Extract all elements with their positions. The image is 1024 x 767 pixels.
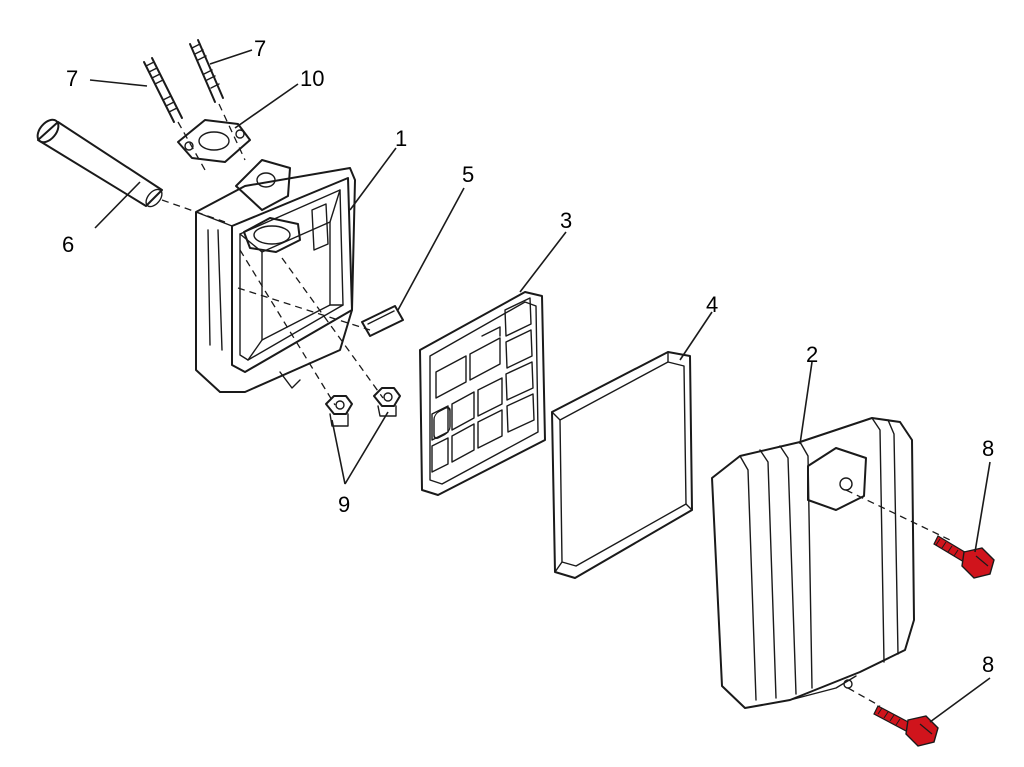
callout-7-right: 7 xyxy=(254,36,266,61)
element-part xyxy=(551,351,693,579)
precleaner-part xyxy=(419,291,546,496)
callout-3: 3 xyxy=(560,208,572,233)
base-part xyxy=(195,159,384,406)
stud-right-part xyxy=(189,39,246,161)
screw-top-part xyxy=(933,535,995,579)
callout-5: 5 xyxy=(462,162,474,187)
callout-6: 6 xyxy=(62,232,74,257)
callout-1: 1 xyxy=(395,126,407,151)
callout-4: 4 xyxy=(706,292,718,317)
stud-left-part xyxy=(143,57,206,171)
callout-8-bottom: 8 xyxy=(982,652,994,677)
callout-7-left: 7 xyxy=(66,66,78,91)
callout-2: 2 xyxy=(806,342,818,367)
callout-10: 10 xyxy=(300,66,324,91)
callout-9: 9 xyxy=(338,492,350,517)
gasket-small-part xyxy=(361,305,404,337)
nuts-part xyxy=(325,387,401,427)
callout-8-top: 8 xyxy=(982,436,994,461)
leader-lines xyxy=(89,49,991,723)
breather-tube-part xyxy=(36,118,226,223)
gasket-top-part xyxy=(177,119,251,163)
screw-bottom-part xyxy=(873,705,939,747)
cover-part xyxy=(711,417,951,709)
